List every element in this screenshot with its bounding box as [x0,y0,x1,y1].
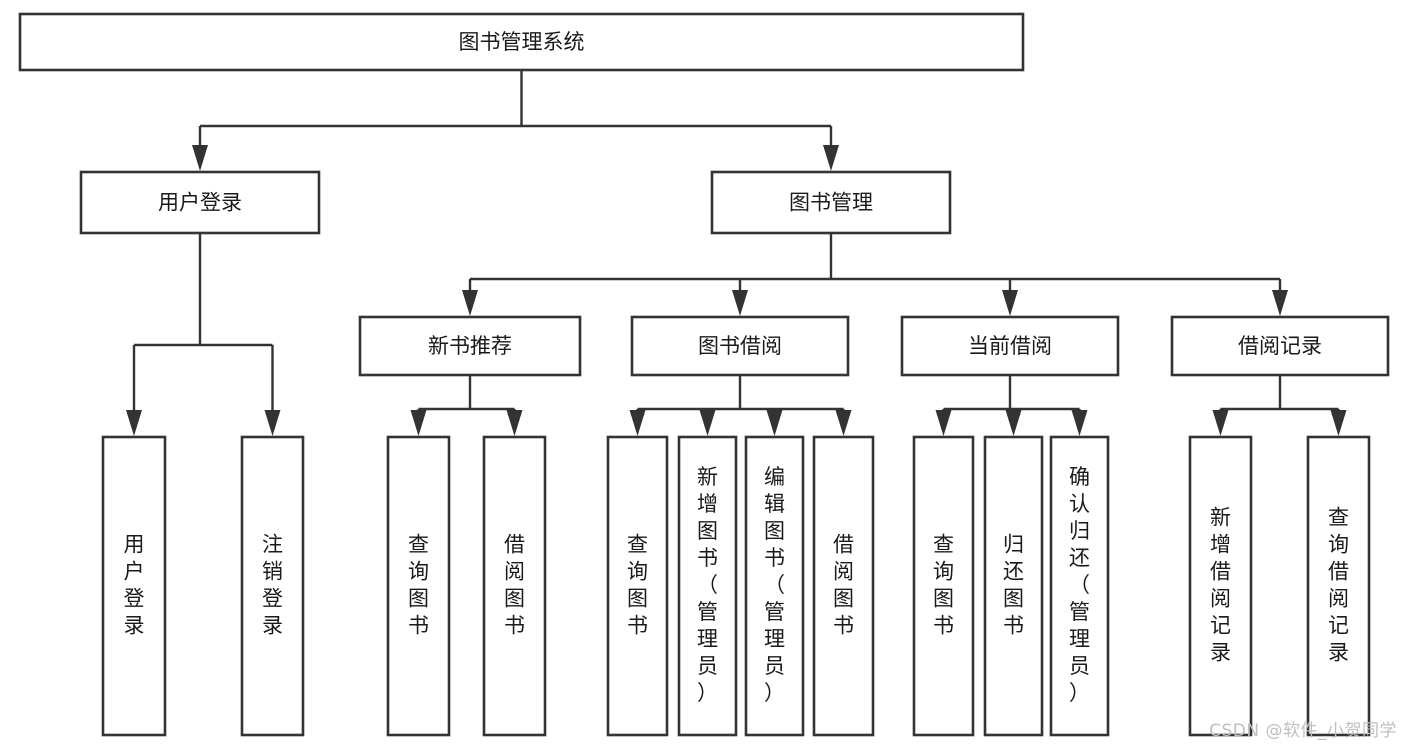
arrow-head-icon [699,410,716,436]
arrow-head-icon [410,410,427,436]
node-label: 查询图书 [627,533,648,638]
node-leaf-query-record[interactable]: 查询借阅记录 [1306,435,1371,737]
arrow-head-icon [732,290,748,316]
edges-layer [126,70,1347,436]
node-root[interactable]: 图书管理系统 [18,12,1025,72]
node-box [710,170,952,235]
node-label: 图书管理系统 [459,30,585,54]
arrow-head-icon [1005,410,1022,436]
arrow-head-icon [462,290,478,316]
node-box [630,315,850,377]
node-box [101,435,167,737]
node-box [240,435,305,737]
node-label: 查询图书 [933,533,954,638]
node-box [79,170,321,235]
node-leaf-return-book[interactable]: 归还图书 [983,435,1044,737]
arrow-head-icon [192,145,208,171]
node-leaf-query-book-1[interactable]: 查询图书 [386,435,451,737]
arrow-head-icon [935,410,952,436]
arrow-head-icon [1002,290,1018,316]
node-borrow-record[interactable]: 借阅记录 [1170,315,1390,377]
node-label: 图书管理 [789,191,873,215]
node-leaf-confirm-return[interactable]: 确认归还（管理员） [1049,435,1110,737]
arrow-head-icon [264,410,281,436]
node-book-borrow[interactable]: 图书借阅 [630,315,850,377]
node-box [386,435,451,737]
node-label: 归还图书 [1003,533,1024,638]
node-box [18,12,1025,72]
nodes-layer: 图书管理系统用户登录图书管理新书推荐图书借阅当前借阅借阅记录用户登录注销登录查询… [18,12,1390,737]
node-label: 借阅图书 [833,533,854,638]
node-box [1170,315,1390,377]
node-leaf-borrow-book-1[interactable]: 借阅图书 [482,435,547,737]
node-label: 新书推荐 [428,334,512,358]
arrow-head-icon [126,410,142,436]
node-box [983,435,1044,737]
arrow-head-icon [1212,410,1229,436]
node-box [912,435,975,737]
arrow-head-icon [1330,410,1347,436]
node-label: 借阅图书 [504,533,525,638]
node-label: 注销登录 [262,533,283,638]
arrow-head-icon [1272,290,1288,316]
node-leaf-add-record[interactable]: 新增借阅记录 [1188,435,1253,737]
node-box [812,435,875,737]
node-box [900,315,1120,377]
node-book-manage[interactable]: 图书管理 [710,170,952,235]
node-current-borrow[interactable]: 当前借阅 [900,315,1120,377]
node-label: 新增图书（管理员） [697,465,718,705]
node-leaf-borrow-book-2[interactable]: 借阅图书 [812,435,875,737]
node-leaf-query-book-2[interactable]: 查询图书 [606,435,669,737]
node-label: 查询借阅记录 [1328,506,1349,665]
node-label: 查询图书 [408,533,429,638]
node-leaf-user-login[interactable]: 用户登录 [101,435,167,737]
arrow-head-icon [506,410,523,436]
node-box [1188,435,1253,737]
node-label: 借阅记录 [1238,334,1322,358]
node-box [358,315,582,377]
node-new-book-rec[interactable]: 新书推荐 [358,315,582,377]
node-label: 用户登录 [124,533,145,638]
node-leaf-add-book[interactable]: 新增图书（管理员） [677,435,738,737]
arrow-head-icon [629,410,646,436]
node-label: 新增借阅记录 [1210,506,1231,665]
node-box [482,435,547,737]
node-label: 用户登录 [158,191,242,215]
node-user-login[interactable]: 用户登录 [79,170,321,235]
arrow-head-icon [835,410,852,436]
node-box [1049,435,1110,737]
node-leaf-query-book-3[interactable]: 查询图书 [912,435,975,737]
node-box [744,435,805,737]
arrow-head-icon [1071,410,1088,436]
node-box [677,435,738,737]
node-label: 确认归还（管理员） [1069,465,1090,705]
node-leaf-edit-book[interactable]: 编辑图书（管理员） [744,435,805,737]
arrow-head-icon [823,145,839,171]
node-label: 当前借阅 [968,334,1052,358]
node-label: 编辑图书（管理员） [764,465,785,705]
node-box [606,435,669,737]
node-box [1306,435,1371,737]
arrow-head-icon [766,410,783,436]
node-label: 图书借阅 [698,334,782,358]
node-leaf-logout[interactable]: 注销登录 [240,435,305,737]
